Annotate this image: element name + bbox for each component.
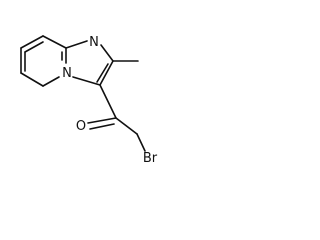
acyl-chain	[87, 84, 146, 152]
carbonyl-oxygen-label: O	[76, 119, 86, 134]
imine-nitrogen-label: N	[89, 35, 99, 50]
bromine-label: Br	[143, 151, 158, 166]
imidazole-ring	[65, 40, 114, 86]
bridgehead-nitrogen-label: N	[62, 66, 72, 81]
bridge-bonds	[42, 76, 60, 87]
pyridine-ring	[20, 35, 67, 87]
chemical-structure: N N O Br	[20, 35, 158, 166]
